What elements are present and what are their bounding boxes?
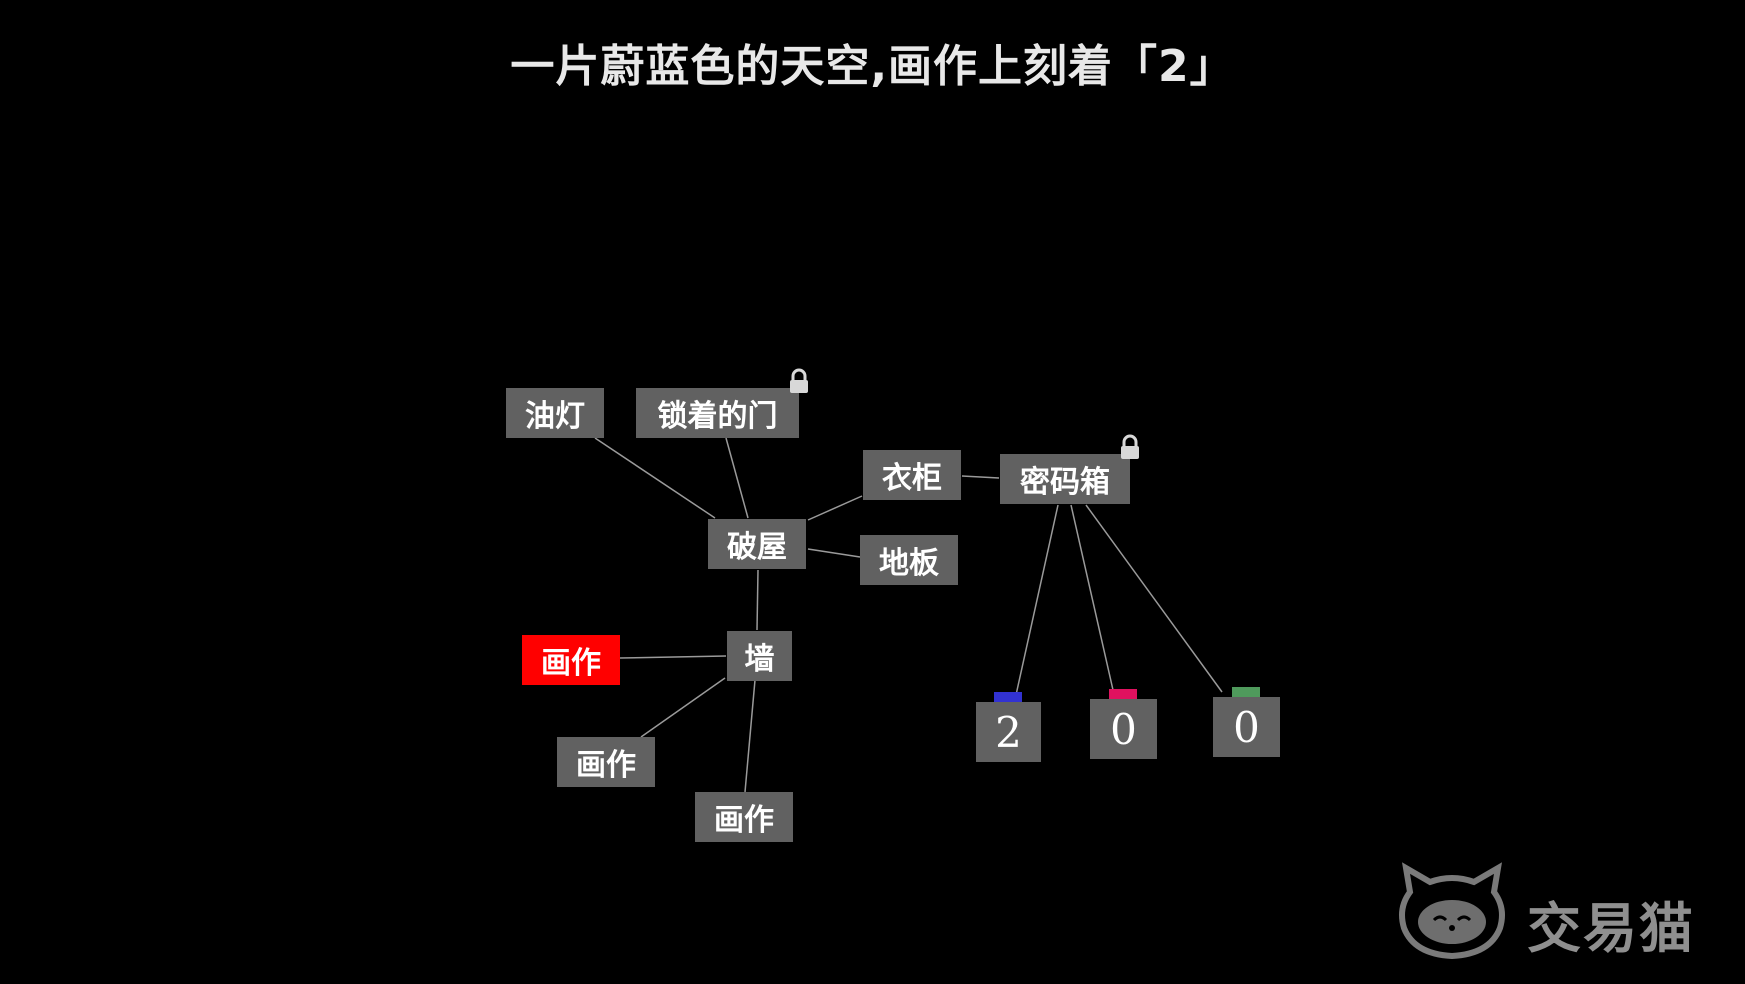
node-floor-label: 地板 xyxy=(879,546,939,581)
link-hut-wardrobe xyxy=(807,495,863,521)
code-digit-2[interactable]: 0 xyxy=(1090,699,1157,759)
link-wardrobe-code-box xyxy=(961,475,1000,479)
node-wall[interactable]: 墙 xyxy=(727,631,792,681)
node-painting-selected[interactable]: 画作 xyxy=(522,635,620,685)
node-locked-door-label: 锁着的门 xyxy=(657,399,778,434)
node-oil-lamp-label: 油灯 xyxy=(525,399,585,434)
hint-text: 一片蔚蓝色的天空,画作上刻着「2」 xyxy=(510,41,1235,92)
node-painting[interactable]: 画作 xyxy=(557,737,655,787)
link-hut-locked-door xyxy=(725,437,749,519)
code-digit-1-value: 2 xyxy=(995,707,1022,757)
lock-icon xyxy=(1121,434,1139,459)
watermark-text: 交易猫 xyxy=(1527,897,1695,960)
node-painting-1-label: 画作 xyxy=(541,646,601,681)
node-code-box-label: 密码箱 xyxy=(1020,465,1110,500)
node-wall-label: 墙 xyxy=(744,642,775,677)
cat-logo-icon xyxy=(1399,862,1505,960)
node-wardrobe-label: 衣柜 xyxy=(882,461,942,496)
link-hut-floor xyxy=(807,548,861,558)
link-hut-oil-lamp xyxy=(594,437,716,519)
node-wardrobe[interactable]: 衣柜 xyxy=(863,450,961,500)
lock-icon xyxy=(790,368,808,393)
watermark: 交易猫 xyxy=(1392,862,1722,962)
link-code-box-digit-1 xyxy=(1015,504,1059,696)
code-digit-1[interactable]: 2 xyxy=(976,702,1041,762)
link-wall-painting-3 xyxy=(744,679,756,793)
link-wall-painting-2 xyxy=(640,677,726,738)
node-hut-label: 破屋 xyxy=(727,530,787,565)
code-digit-3[interactable]: 0 xyxy=(1213,697,1280,757)
link-wall-painting-1 xyxy=(619,655,727,659)
node-locked-door[interactable]: 锁着的门 xyxy=(636,388,799,438)
node-hut[interactable]: 破屋 xyxy=(708,519,806,569)
link-hut-wall xyxy=(756,569,759,631)
node-painting[interactable]: 画作 xyxy=(695,792,793,842)
code-digit-3-value: 0 xyxy=(1233,702,1260,752)
link-code-box-digit-2 xyxy=(1070,504,1114,691)
node-painting-2-label: 画作 xyxy=(576,748,636,783)
code-digit-2-value: 0 xyxy=(1110,704,1137,754)
node-painting-3-label: 画作 xyxy=(714,803,774,838)
node-oil-lamp[interactable]: 油灯 xyxy=(506,388,604,438)
link-code-box-digit-3 xyxy=(1085,504,1223,693)
node-code-box[interactable]: 密码箱 xyxy=(1000,454,1130,504)
node-floor[interactable]: 地板 xyxy=(860,535,958,585)
